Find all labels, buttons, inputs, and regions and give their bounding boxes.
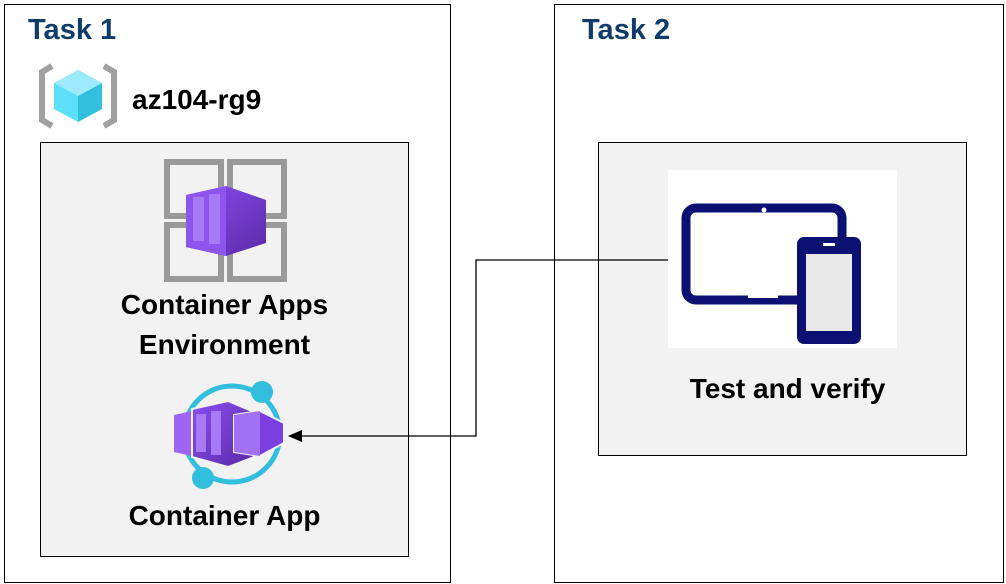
environment-label-line2: Environment bbox=[138, 329, 311, 360]
connector-arrow bbox=[288, 259, 668, 442]
task1-box bbox=[4, 4, 451, 583]
container-apps-environment-icon bbox=[164, 159, 287, 282]
task2-box bbox=[554, 4, 1004, 583]
task1-title: Task 1 bbox=[28, 14, 117, 46]
devices-icon bbox=[681, 203, 861, 344]
container-app-icon bbox=[174, 381, 285, 489]
resource-group-label: az104-rg9 bbox=[132, 84, 262, 115]
environment-label-line1: Container Apps bbox=[120, 289, 329, 320]
resource-group-icon bbox=[39, 63, 117, 129]
task2-title: Task 2 bbox=[582, 14, 671, 46]
test-label: Test and verify bbox=[689, 373, 886, 404]
container-app-label: Container App bbox=[128, 500, 321, 531]
